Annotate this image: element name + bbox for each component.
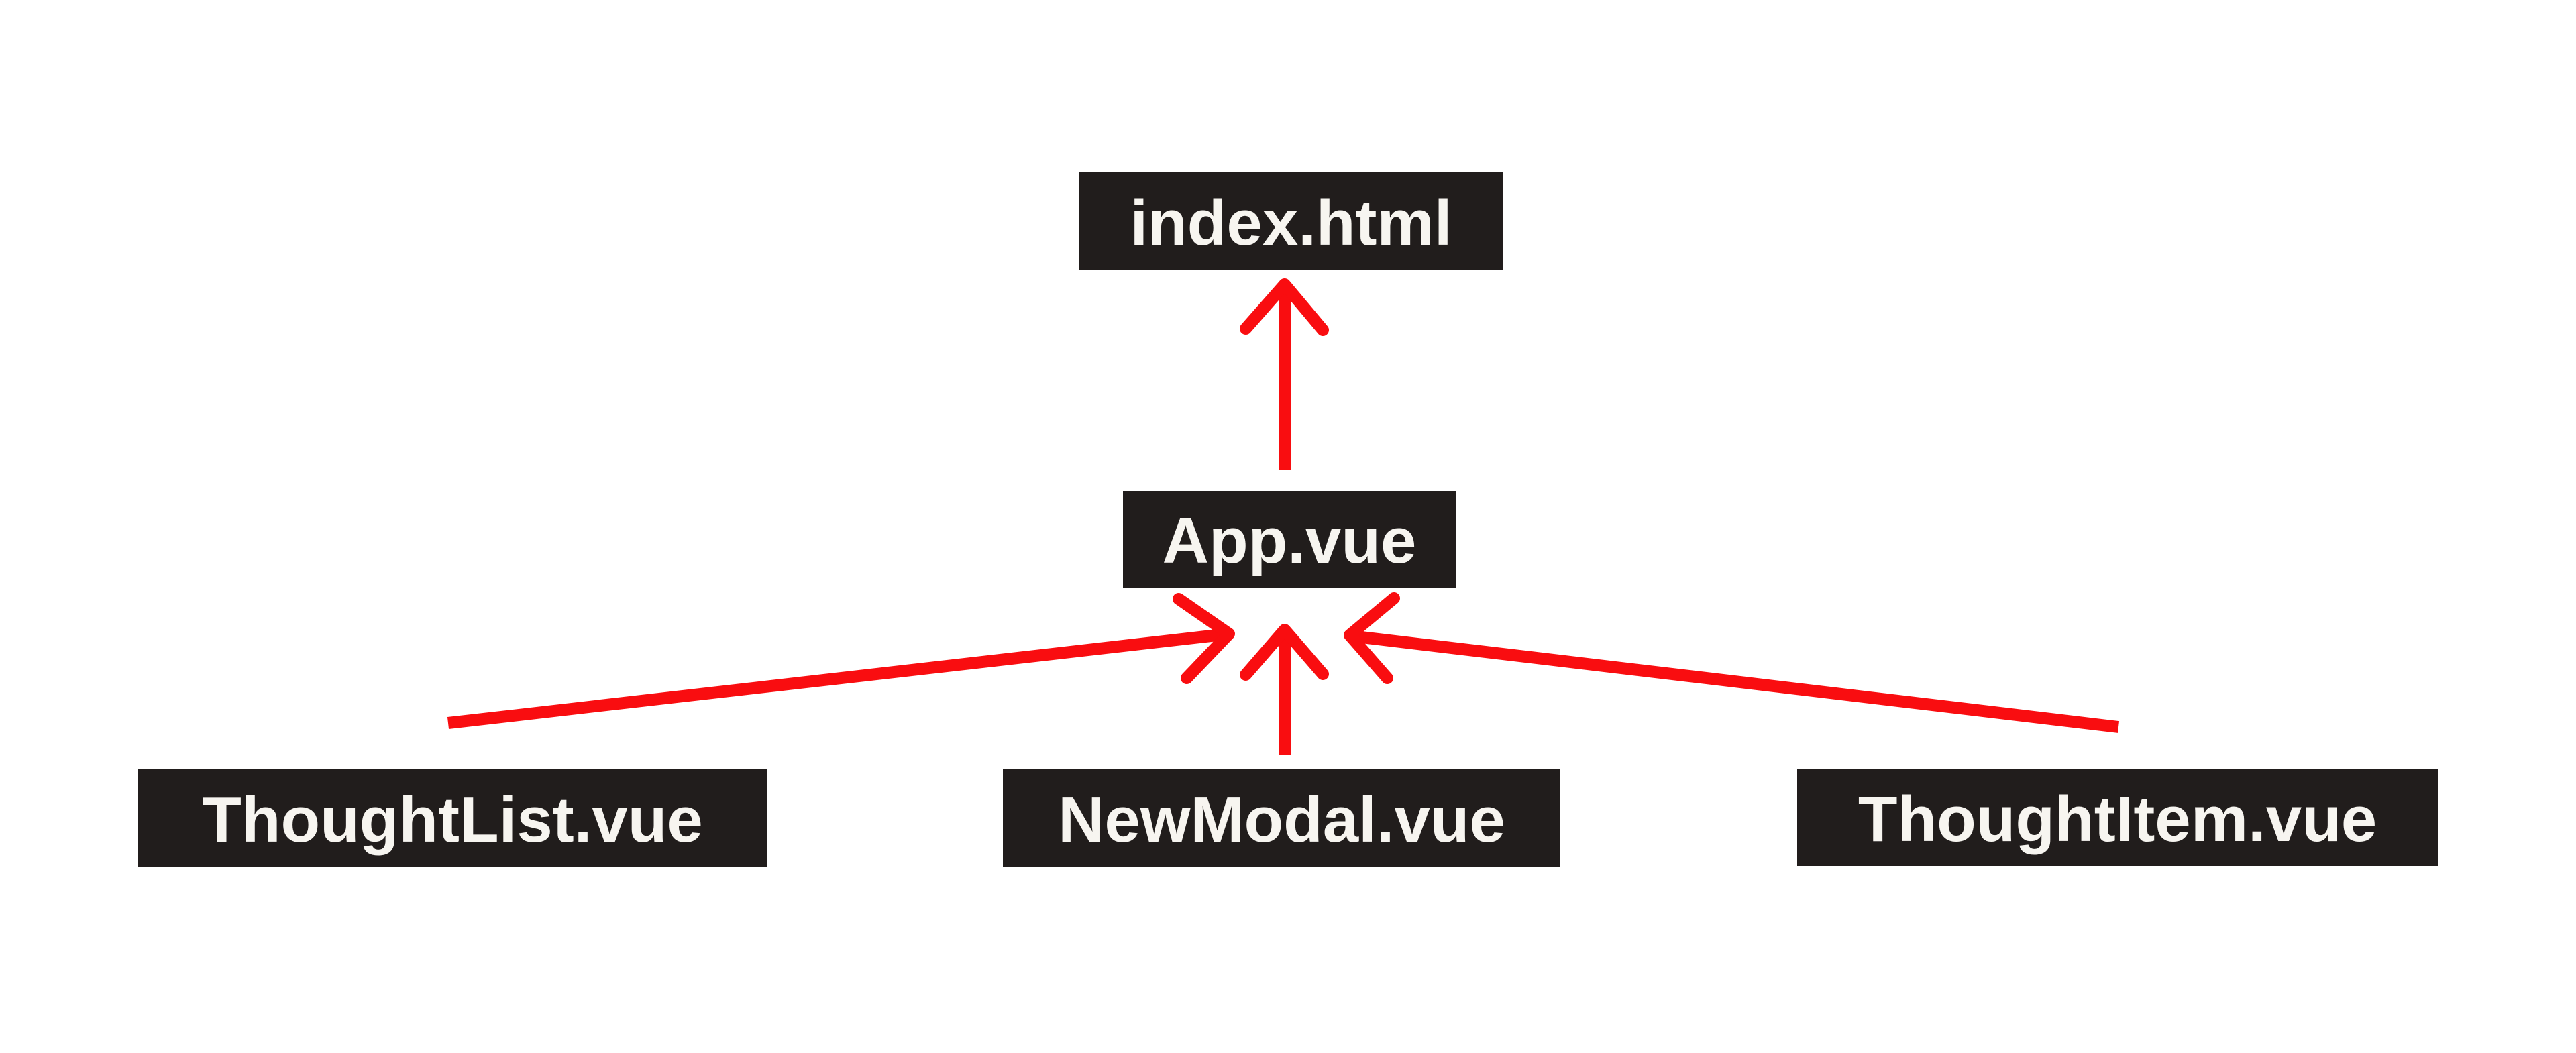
node-app-vue: App.vue [1123,491,1456,588]
node-thoughtlist-vue: ThoughtList.vue [138,769,767,867]
arrow-thoughtitem-to-app [1344,592,2120,733]
node-newmodal-vue: NewModal.vue [1003,769,1560,867]
node-thoughtitem-vue: ThoughtItem.vue [1797,769,2438,866]
arrow-app-to-index [1240,278,1329,470]
arrow-newmodal-to-app [1240,624,1329,755]
node-index-html: index.html [1079,172,1503,270]
arrow-thoughtlist-to-app [447,593,1235,729]
